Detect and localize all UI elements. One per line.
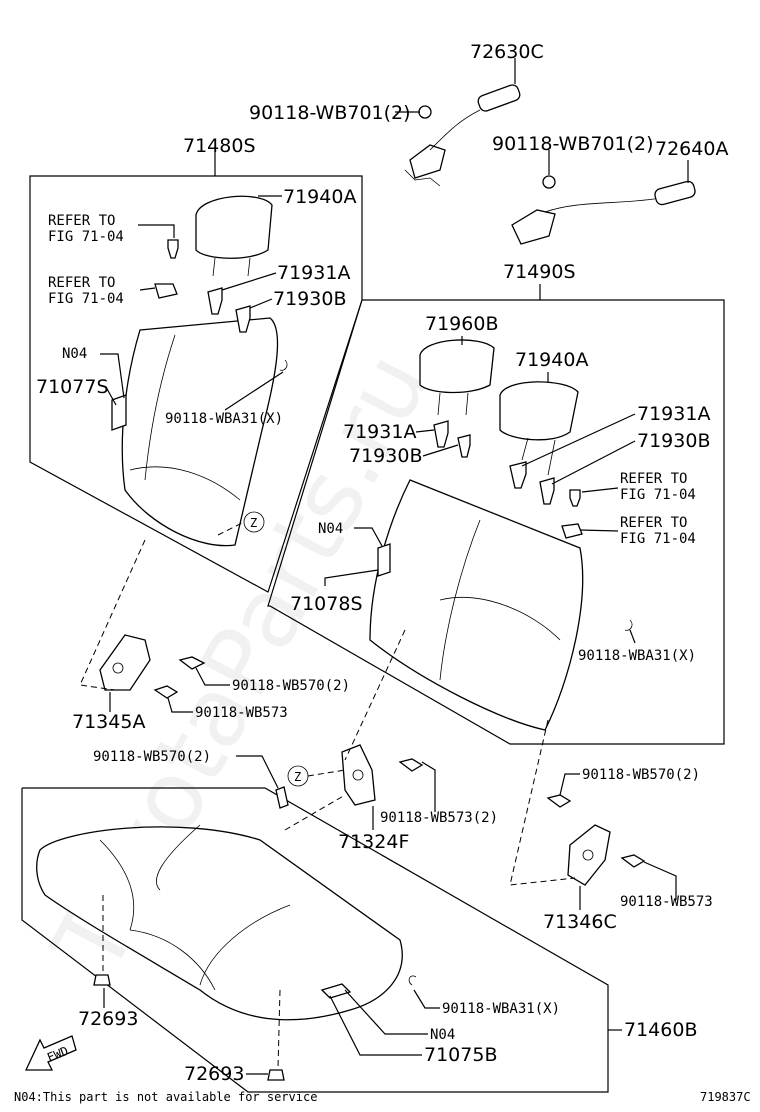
label-90118-WB701-b: 90118-WB701(2) [492, 133, 654, 155]
label-refer4-line2: FIG 71-04 [620, 531, 696, 547]
label-refer1-line1: REFER TO [48, 213, 115, 229]
label-71077S: 71077S [36, 376, 109, 398]
label-72630C: 72630C [470, 41, 544, 63]
guide-71931A-right [509, 461, 527, 489]
label-90118-WB570-a: 90118-WB570(2) [232, 678, 350, 694]
bracket-71075B [320, 983, 352, 999]
label-refer3-line2: FIG 71-04 [620, 487, 696, 503]
bracket-71077S [111, 394, 127, 431]
label-71490S: 71490S [503, 261, 576, 283]
label-71345A: 71345A [72, 711, 145, 733]
label-71078S: 71078S [290, 593, 363, 615]
guide-71930B-left [235, 305, 251, 333]
seatback-right [369, 479, 584, 731]
label-71460B: 71460B [624, 1019, 697, 1041]
label-refer2-line1: REFER TO [48, 275, 115, 291]
label-71930B-right: 71930B [637, 430, 710, 452]
label-71960B: 71960B [425, 313, 498, 335]
label-90118-WB570-b: 90118-WB570(2) [93, 749, 211, 765]
bolt-90118-WB573-a [153, 685, 179, 699]
z-label-1: Z [250, 516, 257, 530]
label-71346C: 71346C [543, 911, 617, 933]
clip-72693-a [93, 974, 111, 986]
bracket-71078S [377, 543, 391, 577]
switch-72640A [511, 175, 696, 245]
label-71940A-left: 71940A [283, 186, 356, 208]
seatback-left [121, 317, 279, 547]
clip-72693-b [267, 1069, 285, 1081]
bolt-refer3 [569, 489, 581, 507]
label-72693-b: 72693 [184, 1063, 244, 1085]
label-90118-WB573-a: 90118-WB573 [195, 705, 288, 721]
label-90118-WBA31-left: 90118-WBA31(X) [165, 411, 283, 427]
bolt-90118-WB573-b [398, 758, 424, 772]
guide-71931A-left [207, 287, 223, 315]
label-N04-bottom: N04 [430, 1027, 455, 1043]
label-refer4-line1: REFER TO [620, 515, 687, 531]
bolt-90118-WB570-c [546, 794, 572, 808]
label-71480S: 71480S [183, 135, 256, 157]
bolt-90118-WB570-a [178, 656, 206, 670]
label-90118-WBA31-bottom: 90118-WBA31(X) [442, 1001, 560, 1017]
label-90118-WB573-c: 90118-WB573 [620, 894, 713, 910]
guide-71930B-right [539, 477, 555, 505]
diagram-code: 719837C [700, 1090, 751, 1104]
label-refer3-line1: REFER TO [620, 471, 687, 487]
label-71931A-left: 71931A [277, 262, 350, 284]
bolt-refer1 [167, 239, 179, 259]
label-71930B-left: 71930B [273, 288, 346, 310]
frame-71460B [21, 787, 609, 1093]
label-N04-left: N04 [62, 346, 87, 362]
label-90118-WB701-a: 90118-WB701(2) [249, 102, 411, 124]
label-71940A-right: 71940A [515, 349, 588, 371]
hinge-71345A [99, 634, 151, 691]
headrest-71960B [419, 339, 495, 416]
bolt-90118-WB570-b [275, 786, 289, 809]
guide-71930B-mid [457, 434, 471, 458]
label-90118-WB570-c: 90118-WB570(2) [582, 767, 700, 783]
switch-72630C [404, 84, 521, 187]
z-label-2: Z [294, 770, 301, 784]
label-71931A-right: 71931A [637, 403, 710, 425]
headrest-71940A-right [499, 381, 579, 476]
label-72640A: 72640A [655, 138, 728, 160]
label-71324F: 71324F [338, 831, 409, 853]
label-90118-WB573-b: 90118-WB573(2) [380, 810, 498, 826]
label-N04-mid: N04 [318, 521, 343, 537]
label-refer1-line2: FIG 71-04 [48, 229, 124, 245]
hinge-71324F [341, 744, 376, 806]
guide-71931A-mid [433, 420, 449, 448]
seat-cushion-71460B [36, 824, 403, 1021]
fwd-arrow-icon: FWD [24, 1035, 77, 1071]
label-71075B: 71075B [424, 1044, 497, 1066]
label-71931A-mid: 71931A [343, 421, 416, 443]
hinge-71346C [567, 824, 611, 886]
frame-71480S [29, 175, 363, 593]
label-72693-a: 72693 [78, 1008, 138, 1030]
clip-refer4 [561, 523, 583, 539]
footnote: N04:This part is not available for servi… [14, 1090, 317, 1104]
clip-refer2 [154, 283, 178, 299]
label-90118-WBA31-right: 90118-WBA31(X) [578, 648, 696, 664]
z-callout-1 [243, 511, 265, 533]
frame-71490S [267, 299, 725, 745]
label-refer2-line2: FIG 71-04 [48, 291, 124, 307]
bolt-90118-WB573-c [620, 854, 646, 868]
headrest-71940A-left [195, 195, 273, 277]
label-71930B-mid: 71930B [349, 445, 422, 467]
